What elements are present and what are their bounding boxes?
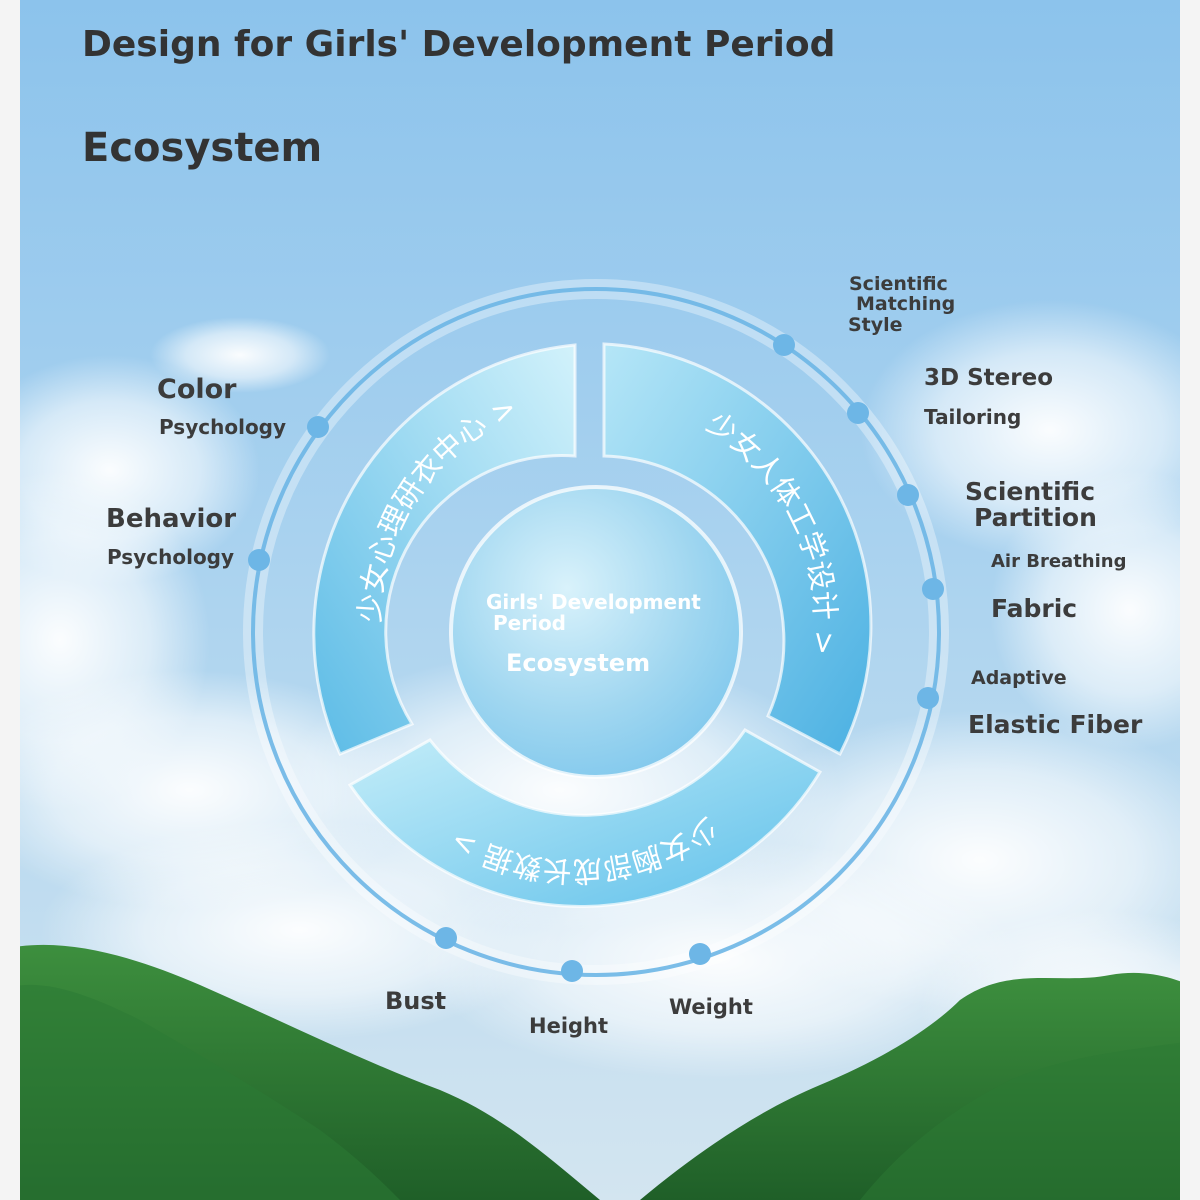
dot-behavior-psychology [248, 549, 270, 571]
label-fiber: Elastic Fiber [968, 710, 1143, 739]
label-stereo: 3D Stereo [924, 365, 1054, 391]
forest-hills [20, 944, 1180, 1200]
label-matching-3: Style [848, 314, 903, 336]
label-fabric-pre: Air Breathing [991, 551, 1127, 572]
dot-elastic-fiber [917, 687, 939, 709]
label-fabric: Fabric [991, 594, 1078, 623]
dot-color-psychology [307, 416, 329, 438]
label-behavior: Behavior [106, 504, 237, 534]
label-color: Color [157, 374, 237, 405]
label-stereo-sub: Tailoring [924, 405, 1022, 429]
center-hub: Girls' Development Period Ecosystem [449, 485, 743, 779]
center-line-1: Girls' Development [486, 590, 701, 614]
dot-matching-style [773, 334, 795, 356]
dot-bust [435, 927, 457, 949]
label-partition-2: Partition [974, 503, 1097, 532]
segment-bottom[interactable]: 少女胸部成长数据 > [347, 728, 823, 908]
label-color-sub: Psychology [159, 415, 287, 439]
label-bust: Bust [385, 987, 447, 1015]
label-height: Height [529, 1014, 609, 1038]
ecosystem-diagram: 少女心理研衣中心 > 少女人体工学设计 > 少女胸部成长数据 > Girls' … [20, 0, 1180, 1200]
outer-ring [243, 279, 949, 985]
dot-weight [689, 943, 711, 965]
label-matching-1: Scientific [849, 273, 948, 295]
poster-canvas: 少女心理研衣中心 > 少女人体工学设计 > 少女胸部成长数据 > Girls' … [20, 0, 1180, 1200]
ring-dots [248, 334, 944, 982]
label-matching-2: Matching [856, 293, 956, 315]
dot-height [561, 960, 583, 982]
page-title: Design for Girls' Development Period [82, 24, 836, 65]
page-subtitle: Ecosystem [82, 125, 323, 171]
label-weight: Weight [669, 995, 753, 1019]
label-behavior-sub: Psychology [107, 545, 235, 569]
label-fiber-pre: Adaptive [971, 667, 1067, 689]
dot-3d-stereo [847, 402, 869, 424]
label-partition-1: Scientific [965, 477, 1096, 506]
dot-scientific-partition [897, 484, 919, 506]
dot-air-breathing [922, 578, 944, 600]
center-line-2: Period [493, 611, 566, 635]
center-line-3: Ecosystem [506, 649, 650, 677]
